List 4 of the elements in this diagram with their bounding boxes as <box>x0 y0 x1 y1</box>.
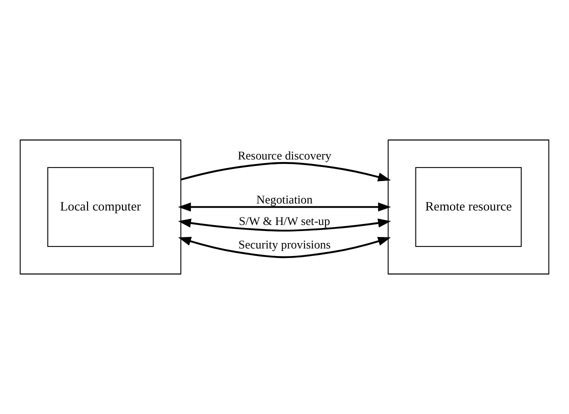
edge-label: Security provisions <box>238 238 331 252</box>
edge-label: S/W & H/W set-up <box>238 214 330 228</box>
edge-label: Resource discovery <box>238 148 332 163</box>
edge-label: Negotiation <box>256 192 313 207</box>
